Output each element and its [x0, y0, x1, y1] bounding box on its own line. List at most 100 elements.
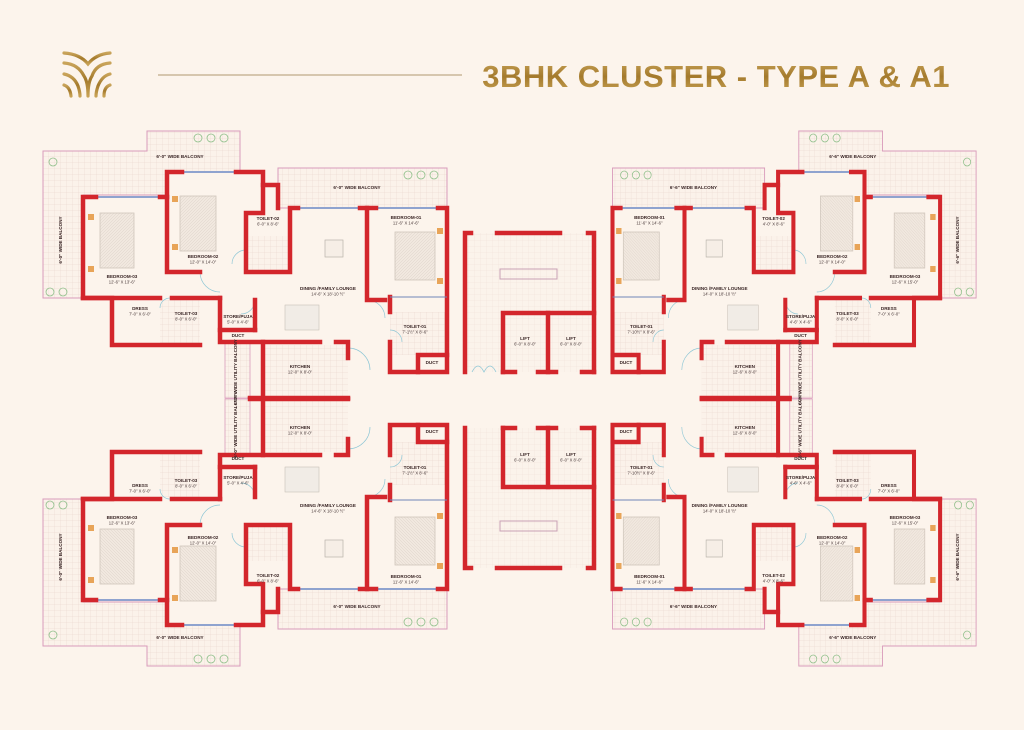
bedroom-03-label: BEDROOM-03	[890, 515, 921, 520]
toilet-01-dimensions: 7'-1½" X 8'-6"	[402, 471, 428, 476]
dining-lounge-dimensions: 14'-6" X 18'-10 ½"	[311, 292, 345, 297]
store-puja-dimensions: 4'-6" X 4'-6"	[790, 320, 812, 325]
duct-label: DUCT	[426, 429, 439, 434]
page-title: 3BHK CLUSTER - TYPE A & A1	[482, 59, 950, 94]
bedroom-01-label: BEDROOM-01	[634, 215, 665, 220]
toilet-02-label: TOILET-02	[257, 216, 280, 221]
store-puja-label: STORE/PUJA	[223, 475, 253, 480]
dining-lounge-label: DINING /FAMILY LOUNGE	[300, 503, 356, 508]
lift-label: LIFT	[566, 452, 576, 457]
bedroom-03-label: BEDROOM-03	[890, 274, 921, 279]
entry-door[interactable]	[471, 365, 497, 373]
store-puja-label: STORE/PUJA	[786, 475, 816, 480]
toilet-02-dimensions: 6'-0" X 8'-6"	[257, 579, 279, 584]
store-puja-label: STORE/PUJA	[786, 314, 816, 319]
balcony-label: 6'-0" WIDE BALCONY	[156, 154, 203, 159]
bedroom-02-label: BEDROOM-02	[188, 535, 219, 540]
kitchen-label: KITCHEN	[735, 364, 756, 369]
kitchen-label: KITCHEN	[735, 425, 756, 430]
kitchen-label: KITCHEN	[290, 425, 311, 430]
utility-balcony-label: 6'-0" WIDE UTILITY BALCONY	[233, 392, 238, 458]
toilet-02-dimensions: 4'-0" X 8'-6"	[763, 579, 785, 584]
balcony-label: 6'-6" WIDE BALCONY	[955, 533, 960, 580]
duct-label: DUCT	[794, 456, 807, 461]
bedroom-02-label: BEDROOM-02	[817, 254, 848, 259]
dress-label: DRESS	[132, 483, 148, 488]
toilet-03-label: TOILET-03	[836, 478, 859, 483]
balcony-label: 6'-6" WIDE BALCONY	[829, 154, 876, 159]
bedroom-02-label: BEDROOM-02	[188, 254, 219, 259]
bedroom-03-label: BEDROOM-03	[107, 274, 138, 279]
bedroom-03-dimensions: 12'-6" X 15'-0"	[892, 521, 919, 526]
toilet-01-label: TOILET-01	[404, 465, 427, 470]
duct-label: DUCT	[620, 360, 633, 365]
dining-lounge-dimensions: 14'-0" X 18'-10 ½"	[703, 509, 737, 514]
toilet-02-dimensions: 4'-0" X 8'-6"	[763, 222, 785, 227]
lift-core	[462, 230, 597, 571]
toilet-02-label: TOILET-02	[762, 216, 785, 221]
dress-label: DRESS	[881, 483, 897, 488]
toilet-03-dimensions: 8'-0" X 6'-0"	[837, 484, 859, 489]
toilet-01-dimensions: 7'-10½" X 8'-6"	[627, 471, 655, 476]
dress-dimensions: 7'-0" X 6'-0"	[129, 489, 151, 494]
toilet-03-label: TOILET-03	[836, 311, 859, 316]
bedroom-01-dimensions: 11'-6" X 14'-6"	[636, 221, 663, 226]
balcony-label: 6'-6" WIDE BALCONY	[670, 185, 717, 190]
balcony-label: 6'-6" WIDE BALCONY	[829, 635, 876, 640]
labels-top-right: 6'-6" WIDE BALCONY 6'-6" WIDE BALCONY 6'-6…	[620, 154, 960, 405]
bedroom-02-label: BEDROOM-02	[817, 535, 848, 540]
bedroom-03-dimensions: 12'-6" X 13'-6"	[109, 280, 136, 285]
toilet-03-dimensions: 8'-0" X 6'-0"	[175, 317, 197, 322]
toilet-02-dimensions: 6'-0" X 8'-6"	[257, 222, 279, 227]
dining-lounge-dimensions: 14'-6" X 18'-10 ½"	[311, 509, 345, 514]
store-puja-label: STORE/PUJA	[223, 314, 253, 319]
bedroom-02-dimensions: 12'-0" X 14'-0"	[190, 260, 217, 265]
labels-top-left: 6'-0" WIDE BALCONY 6'-0" WIDE BALCONY 6'-0…	[58, 154, 439, 405]
utility-balcony-label: 6'-6" WIDE UTILITY BALCONY	[798, 392, 803, 458]
duct-label: DUCT	[232, 456, 245, 461]
brand-logo	[62, 51, 112, 98]
store-puja-dimensions: 5'-0" X 4'-6"	[227, 481, 249, 486]
duct-label: DUCT	[426, 360, 439, 365]
balcony-label: 6'-0" WIDE BALCONY	[58, 533, 63, 580]
labels-bottom-right: 6'-6" WIDE BALCONY 6'-6" WIDE BALCONY 6'-6…	[620, 392, 960, 640]
balcony-label: 6'-6" WIDE BALCONY	[670, 604, 717, 609]
toilet-02-label: TOILET-02	[762, 573, 785, 578]
toilet-01-dimensions: 7'-1½" X 8'-6"	[402, 330, 428, 335]
balcony-label: 6'-0" WIDE BALCONY	[333, 604, 380, 609]
toilet-03-dimensions: 8'-0" X 6'-0"	[175, 484, 197, 489]
bedroom-02-dimensions: 12'-0" X 14'-0"	[190, 541, 217, 546]
duct-label: DUCT	[794, 333, 807, 338]
balcony-label: 6'-6" WIDE BALCONY	[955, 216, 960, 263]
lift-label: LIFT	[520, 336, 530, 341]
bedroom-02-dimensions: 12'-0" X 14'-0"	[819, 260, 846, 265]
bedroom-02-dimensions: 12'-0" X 14'-0"	[819, 541, 846, 546]
balcony-label: 6'-0" WIDE BALCONY	[333, 185, 380, 190]
duct-label: DUCT	[232, 333, 245, 338]
dress-dimensions: 7'-0" X 6'-0"	[878, 489, 900, 494]
dress-label: DRESS	[881, 306, 897, 311]
kitchen-dimensions: 12'-0" X 8'-0"	[288, 370, 313, 375]
toilet-01-dimensions: 7'-10½" X 8'-6"	[627, 330, 655, 335]
utility-balcony-label: 6'-0" WIDE UTILITY BALCONY	[233, 339, 238, 405]
dining-lounge-label: DINING /FAMILY LOUNGE	[300, 286, 356, 291]
kitchen-dimensions: 12'-6" X 8'-0"	[733, 431, 758, 436]
lift-dimensions: 6'-0" X 8'-0"	[560, 458, 582, 463]
kitchen-dimensions: 12'-6" X 8'-0"	[733, 370, 758, 375]
labels-bottom-left: 6'-0" WIDE BALCONY 6'-0" WIDE BALCONY 6'-0…	[58, 392, 439, 640]
toilet-03-label: TOILET-03	[175, 478, 198, 483]
dress-dimensions: 7'-0" X 6'-0"	[129, 312, 151, 317]
dining-lounge-label: DINING /FAMILY LOUNGE	[692, 286, 748, 291]
balcony-label: 6'-0" WIDE BALCONY	[58, 216, 63, 263]
dining-lounge-dimensions: 14'-0" X 18'-10 ½"	[703, 292, 737, 297]
bedroom-01-label: BEDROOM-01	[634, 574, 665, 579]
toilet-03-dimensions: 8'-0" X 6'-0"	[837, 317, 859, 322]
dress-dimensions: 7'-0" X 6'-0"	[878, 312, 900, 317]
toilet-01-label: TOILET-01	[630, 465, 653, 470]
lift-dimensions: 6'-0" X 8'-0"	[514, 458, 536, 463]
dress-label: DRESS	[132, 306, 148, 311]
toilet-01-label: TOILET-01	[404, 324, 427, 329]
bedroom-01-label: BEDROOM-01	[391, 215, 422, 220]
utility-balcony-label: 6'-6" WIDE UTILITY BALCONY	[798, 339, 803, 405]
toilet-03-label: TOILET-03	[175, 311, 198, 316]
